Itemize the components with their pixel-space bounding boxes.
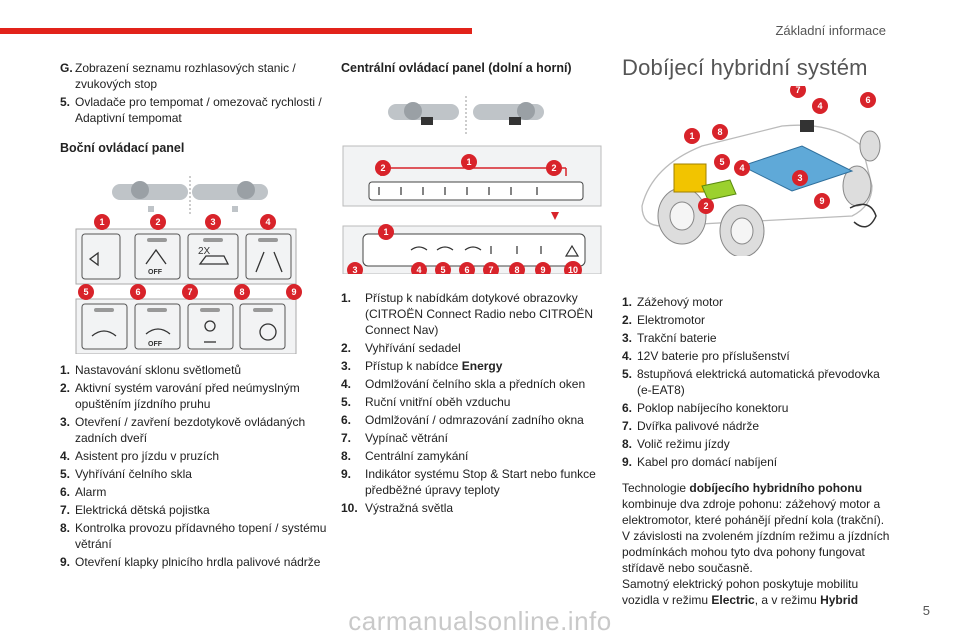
center-panel-illustration: 2 1 2 1 3 4 5 6 7 8 9 10 xyxy=(342,96,602,274)
windscreen-heat-icon xyxy=(91,330,117,337)
list-item: 6.Poklop nabíjecího konektoru xyxy=(622,401,789,415)
badge-1: 1 xyxy=(99,217,104,227)
badge-7: 7 xyxy=(187,287,192,297)
list-item: 7.Elektrická dětská pojistka xyxy=(60,503,210,517)
list-item: 4.12V baterie pro příslušenství xyxy=(622,349,790,363)
list-item: 5.Vyhřívání čelního skla xyxy=(60,467,192,481)
list-item: 2.Vyhřívání sedadel xyxy=(341,341,461,355)
list-item: 1.Nastavování sklonu světlometů xyxy=(60,363,242,377)
center-panel-heading: Centrální ovládací panel (dolní a horní) xyxy=(341,61,572,75)
list-item: 8.Kontrolka provozu přídavného topení / … xyxy=(60,521,327,551)
badge-5: 5 xyxy=(440,265,445,274)
badge-2: 2 xyxy=(380,163,385,173)
headlamp-icon xyxy=(88,251,99,267)
list-item: 2.Elektromotor xyxy=(622,313,706,327)
timer-icon xyxy=(259,323,277,341)
list-item: 9.Otevření klapky plnicího hrdla palivov… xyxy=(60,555,321,569)
list-item: 3.Trakční baterie xyxy=(622,331,717,345)
side-panel-illustration: 2X OFF OFF 1 2 3 4 5 6 7 8 9 xyxy=(75,176,302,354)
list-item: 2.Aktivní systém varování před neúmyslný… xyxy=(60,381,300,411)
list-item: 7.Dvířka palivové nádrže xyxy=(622,419,760,433)
badge-2: 2 xyxy=(551,163,556,173)
dashboard-icon xyxy=(112,181,268,212)
badge-4: 4 xyxy=(817,101,822,111)
list-item: 6.Odmlžování / odmrazování zadního okna xyxy=(341,413,584,427)
list-item: 10.Výstražná světla xyxy=(341,501,454,515)
badge-4: 4 xyxy=(265,217,270,227)
badge-8: 8 xyxy=(717,127,722,137)
column-hybrid-system: Dobíjecí hybridní systém 7 4 6 1 8 5 4 3… xyxy=(622,55,892,608)
badge-6: 6 xyxy=(865,95,870,105)
hybrid-description: Technologie dobíjecího hybridního pohonu… xyxy=(622,481,890,607)
badge-3: 3 xyxy=(210,217,215,227)
car-outline-icon xyxy=(641,124,873,227)
badge-4: 4 xyxy=(739,163,744,173)
electric-motor-icon xyxy=(701,179,737,201)
list-item: 5.Ovladače pro tempomat / omezovač rychl… xyxy=(60,95,322,125)
alarm-icon xyxy=(145,328,171,335)
badge-6: 6 xyxy=(464,265,469,274)
lane-assist-icon xyxy=(255,251,283,273)
badge-8: 8 xyxy=(514,265,519,274)
engine-icon xyxy=(673,163,707,193)
badge-7: 7 xyxy=(488,265,493,274)
badge-7: 7 xyxy=(795,86,800,95)
badge-1: 1 xyxy=(689,131,694,141)
watermark: carmanualsonline.info xyxy=(348,606,612,636)
lane-icon xyxy=(145,248,167,265)
badge-6: 6 xyxy=(135,287,140,297)
top-accent-bar xyxy=(0,28,472,34)
list-item: 5.8stupňová elektrická automatická převo… xyxy=(622,367,880,397)
badge-1: 1 xyxy=(383,227,388,237)
badge-10: 10 xyxy=(568,265,578,274)
badge-4: 4 xyxy=(416,265,421,274)
off-label: OFF xyxy=(148,269,163,276)
dashboard-icon xyxy=(388,102,544,125)
page-number: 5 xyxy=(922,603,930,618)
wheel-icon xyxy=(657,130,881,256)
list-item: 4.Odmlžování čelního skla a předních oke… xyxy=(341,377,586,391)
badge-5: 5 xyxy=(719,157,724,167)
list-item: 8.Volič režimu jízdy xyxy=(622,437,730,451)
list-item: 3.Přístup k nabídce Energy xyxy=(341,359,503,373)
hybrid-system-heading: Dobíjecí hybridní systém xyxy=(622,55,868,80)
badge-3: 3 xyxy=(797,173,802,183)
badge-1: 1 xyxy=(466,157,471,167)
side-panel-heading: Boční ovládací panel xyxy=(60,141,185,155)
column-center-panel: Centrální ovládací panel (dolní a horní)… xyxy=(341,60,606,518)
badge-5: 5 xyxy=(83,287,88,297)
badge-2: 2 xyxy=(155,217,160,227)
list-item: 5.Ruční vnitřní oběh vzduchu xyxy=(341,395,511,409)
list-item: 9.Kabel pro domácí nabíjení xyxy=(622,455,778,469)
hybrid-car-illustration: 7 4 6 1 8 5 4 3 2 9 xyxy=(641,86,881,256)
list-item: 1.Přístup k nabídkám dotykové obrazovky … xyxy=(341,291,594,337)
list-item: 1.Zážehový motor xyxy=(622,295,724,309)
list-item: 8.Centrální zamykání xyxy=(341,449,469,463)
list-item: G.Zobrazení seznamu rozhlasových stanic … xyxy=(60,61,296,91)
child-lock-icon xyxy=(204,320,216,332)
list-item: 6.Alarm xyxy=(60,485,107,499)
two-x-label: 2X xyxy=(198,246,211,257)
list-item: 4.Asistent pro jízdu v pruzích xyxy=(60,449,220,463)
badge-8: 8 xyxy=(239,287,244,297)
list-item: 9.Indikátor systému Stop & Start nebo fu… xyxy=(341,467,596,497)
badge-2: 2 xyxy=(703,201,708,211)
badge-3: 3 xyxy=(352,265,357,274)
list-item: 3.Otevření / zavření bezdotykově ovládan… xyxy=(60,415,306,445)
tailgate-icon xyxy=(198,255,230,265)
battery-12v-icon xyxy=(800,120,814,132)
list-item: 7.Vypínač větrání xyxy=(341,431,448,445)
badge-9: 9 xyxy=(540,265,545,274)
charging-cable-icon xyxy=(849,203,877,228)
section-title: Základní informace xyxy=(775,23,886,38)
badge-9: 9 xyxy=(291,287,296,297)
column-side-panel: G.Zobrazení seznamu rozhlasových stanic … xyxy=(60,60,330,572)
traction-battery-icon xyxy=(740,145,854,192)
off-label: OFF xyxy=(148,341,163,348)
badge-9: 9 xyxy=(819,196,824,206)
